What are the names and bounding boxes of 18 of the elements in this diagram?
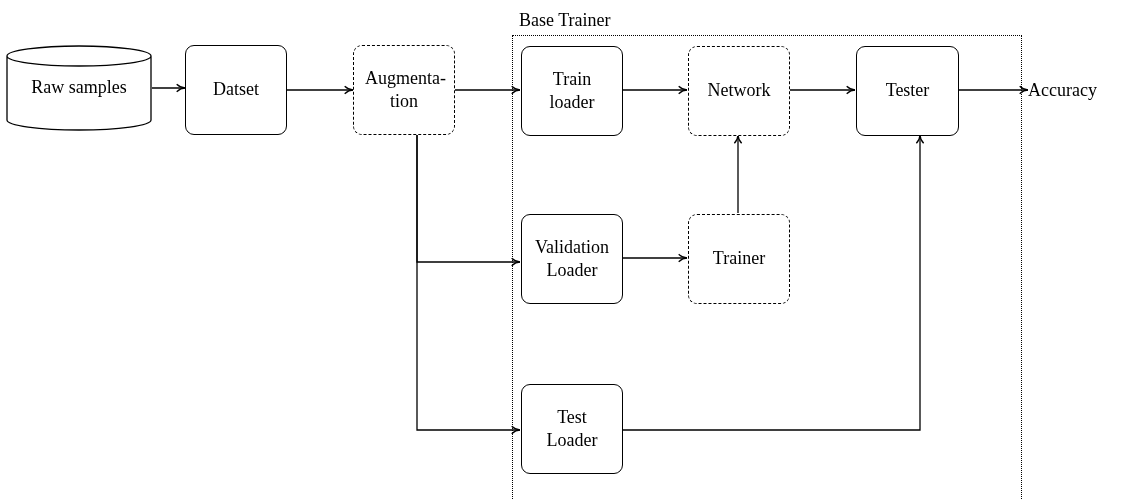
node-label: Test Loader bbox=[545, 405, 599, 452]
process-box bbox=[353, 45, 455, 135]
process-box bbox=[688, 214, 790, 304]
process-box bbox=[521, 384, 623, 474]
node-label: Raw samples bbox=[31, 76, 127, 100]
node-label: Tester bbox=[885, 79, 930, 103]
process-box bbox=[521, 214, 623, 304]
output-label: Accuracy bbox=[1028, 79, 1097, 103]
node-label: Datset bbox=[213, 78, 259, 102]
node-label: Train loader bbox=[548, 67, 596, 114]
process-box bbox=[521, 46, 623, 136]
node-label: Trainer bbox=[712, 247, 766, 271]
process-box bbox=[185, 45, 287, 135]
group-title: Base Trainer bbox=[519, 9, 611, 32]
process-box bbox=[856, 46, 959, 136]
node-label: Validation Loader bbox=[534, 235, 610, 282]
node-label: Network bbox=[707, 79, 771, 103]
process-box bbox=[688, 46, 790, 136]
